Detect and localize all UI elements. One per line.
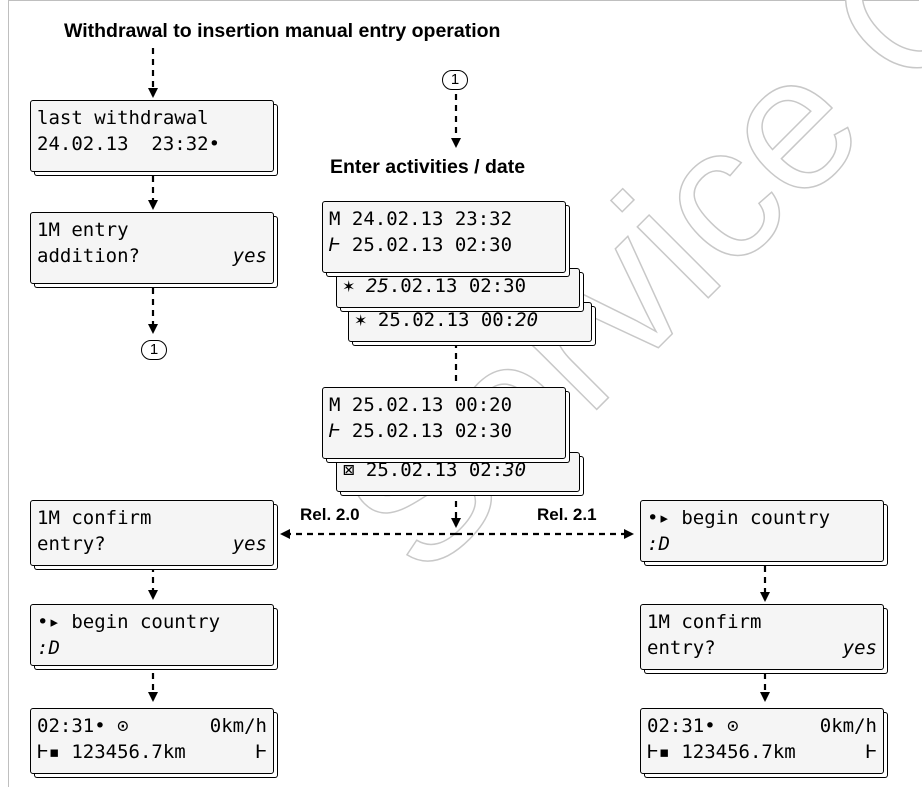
odometer-value: Ⱶ▪ 123456.7km xyxy=(37,741,186,763)
yes-option: yes xyxy=(232,245,267,267)
display-standard-right: 02:31• ⊙ 0km/h Ⱶ▪ 123456.7km Ⱶ xyxy=(640,708,884,774)
display-line: 02:31• ⊙ xyxy=(647,715,739,737)
rest-icon: ✶ xyxy=(355,309,367,331)
display-activity-2: ✶ 25.02.13 02:30 xyxy=(336,268,580,308)
display-activity-1: M 24.02.13 23:32 Ⱶ 25.02.13 02:30 xyxy=(322,201,566,273)
display-line: Ⱶ 25.02.13 02:30 xyxy=(329,232,512,258)
display-line: 02:31• ⊙ xyxy=(37,715,129,737)
display-text: 25.02.13 02:30 xyxy=(340,234,513,256)
display-line: last withdrawal xyxy=(37,107,209,129)
yes-option: yes xyxy=(232,533,267,555)
display-confirm-entry-right: 1M confirm entry? yes xyxy=(640,604,884,670)
display-text: 25.02.13 02:30 xyxy=(340,420,513,442)
display-activity-4: M 25.02.13 00:20 Ⱶ 25.02.13 02:30 xyxy=(322,387,566,459)
display-text: .02.13 02:30 xyxy=(388,275,527,297)
display-activity-3: ✶ 25.02.13 00:20 xyxy=(348,302,592,342)
display-text: 25.02.13 00: xyxy=(366,309,516,331)
display-line: ✶ 25.02.13 00:20 xyxy=(355,307,538,333)
display-line: entry? xyxy=(37,533,106,555)
speed-value: 0km/h xyxy=(819,715,877,737)
display-line: 24.02.13 23:32• xyxy=(37,133,221,155)
yes-option: yes xyxy=(842,637,877,659)
availability-icon: ⊠ xyxy=(343,459,355,481)
page-title: Withdrawal to insertion manual entry ope… xyxy=(64,20,501,42)
display-line: 1M entry xyxy=(37,219,129,241)
display-confirm-entry-left: 1M confirm entry? yes xyxy=(30,500,274,566)
work-icon: Ⱶ xyxy=(329,420,341,442)
display-line: Ⱶ 25.02.13 02:30 xyxy=(329,418,512,444)
display-line: addition? xyxy=(37,245,140,267)
display-begin-country-right: •▸ begin country :D xyxy=(640,500,884,562)
display-line: •▸ begin country xyxy=(37,611,221,633)
display-last-withdrawal: last withdrawal 24.02.13 23:32• xyxy=(30,100,274,172)
connector-label-top: 1 xyxy=(442,70,468,90)
display-standard-left: 02:31• ⊙ 0km/h Ⱶ▪ 123456.7km Ⱶ xyxy=(30,708,274,774)
speed-value: 0km/h xyxy=(209,715,267,737)
display-line: ⊠ 25.02.13 02:30 xyxy=(343,457,526,483)
display-text: 25.02.13 02: xyxy=(354,459,504,481)
display-line: entry? xyxy=(647,637,716,659)
display-line: 1M confirm xyxy=(37,507,152,529)
work-icon: Ⱶ xyxy=(255,741,267,763)
release-label-right: Rel. 2.1 xyxy=(537,505,597,524)
display-line: M 25.02.13 00:20 xyxy=(329,394,513,416)
rest-icon: ✶ xyxy=(343,275,355,297)
page-frame xyxy=(8,0,919,787)
release-label-left: Rel. 2.0 xyxy=(300,505,360,524)
display-entry-addition: 1M entry addition? yes xyxy=(30,212,274,284)
edit-field: 25 xyxy=(365,275,389,297)
edit-field: 20 xyxy=(515,309,539,331)
section-title: Enter activities / date xyxy=(330,156,526,178)
work-icon: Ⱶ xyxy=(329,234,341,256)
connector-label-left: 1 xyxy=(141,340,167,360)
display-begin-country-left: •▸ begin country :D xyxy=(30,604,274,666)
odometer-value: Ⱶ▪ 123456.7km xyxy=(647,741,796,763)
display-line: •▸ begin country xyxy=(647,507,831,529)
display-line: M 24.02.13 23:32 xyxy=(329,208,513,230)
display-line: ✶ 25.02.13 02:30 xyxy=(343,273,526,299)
work-icon: Ⱶ xyxy=(865,741,877,763)
display-line: 1M confirm xyxy=(647,611,762,633)
country-value: :D xyxy=(37,637,60,659)
edit-field: 30 xyxy=(503,459,527,481)
country-value: :D xyxy=(647,533,670,555)
